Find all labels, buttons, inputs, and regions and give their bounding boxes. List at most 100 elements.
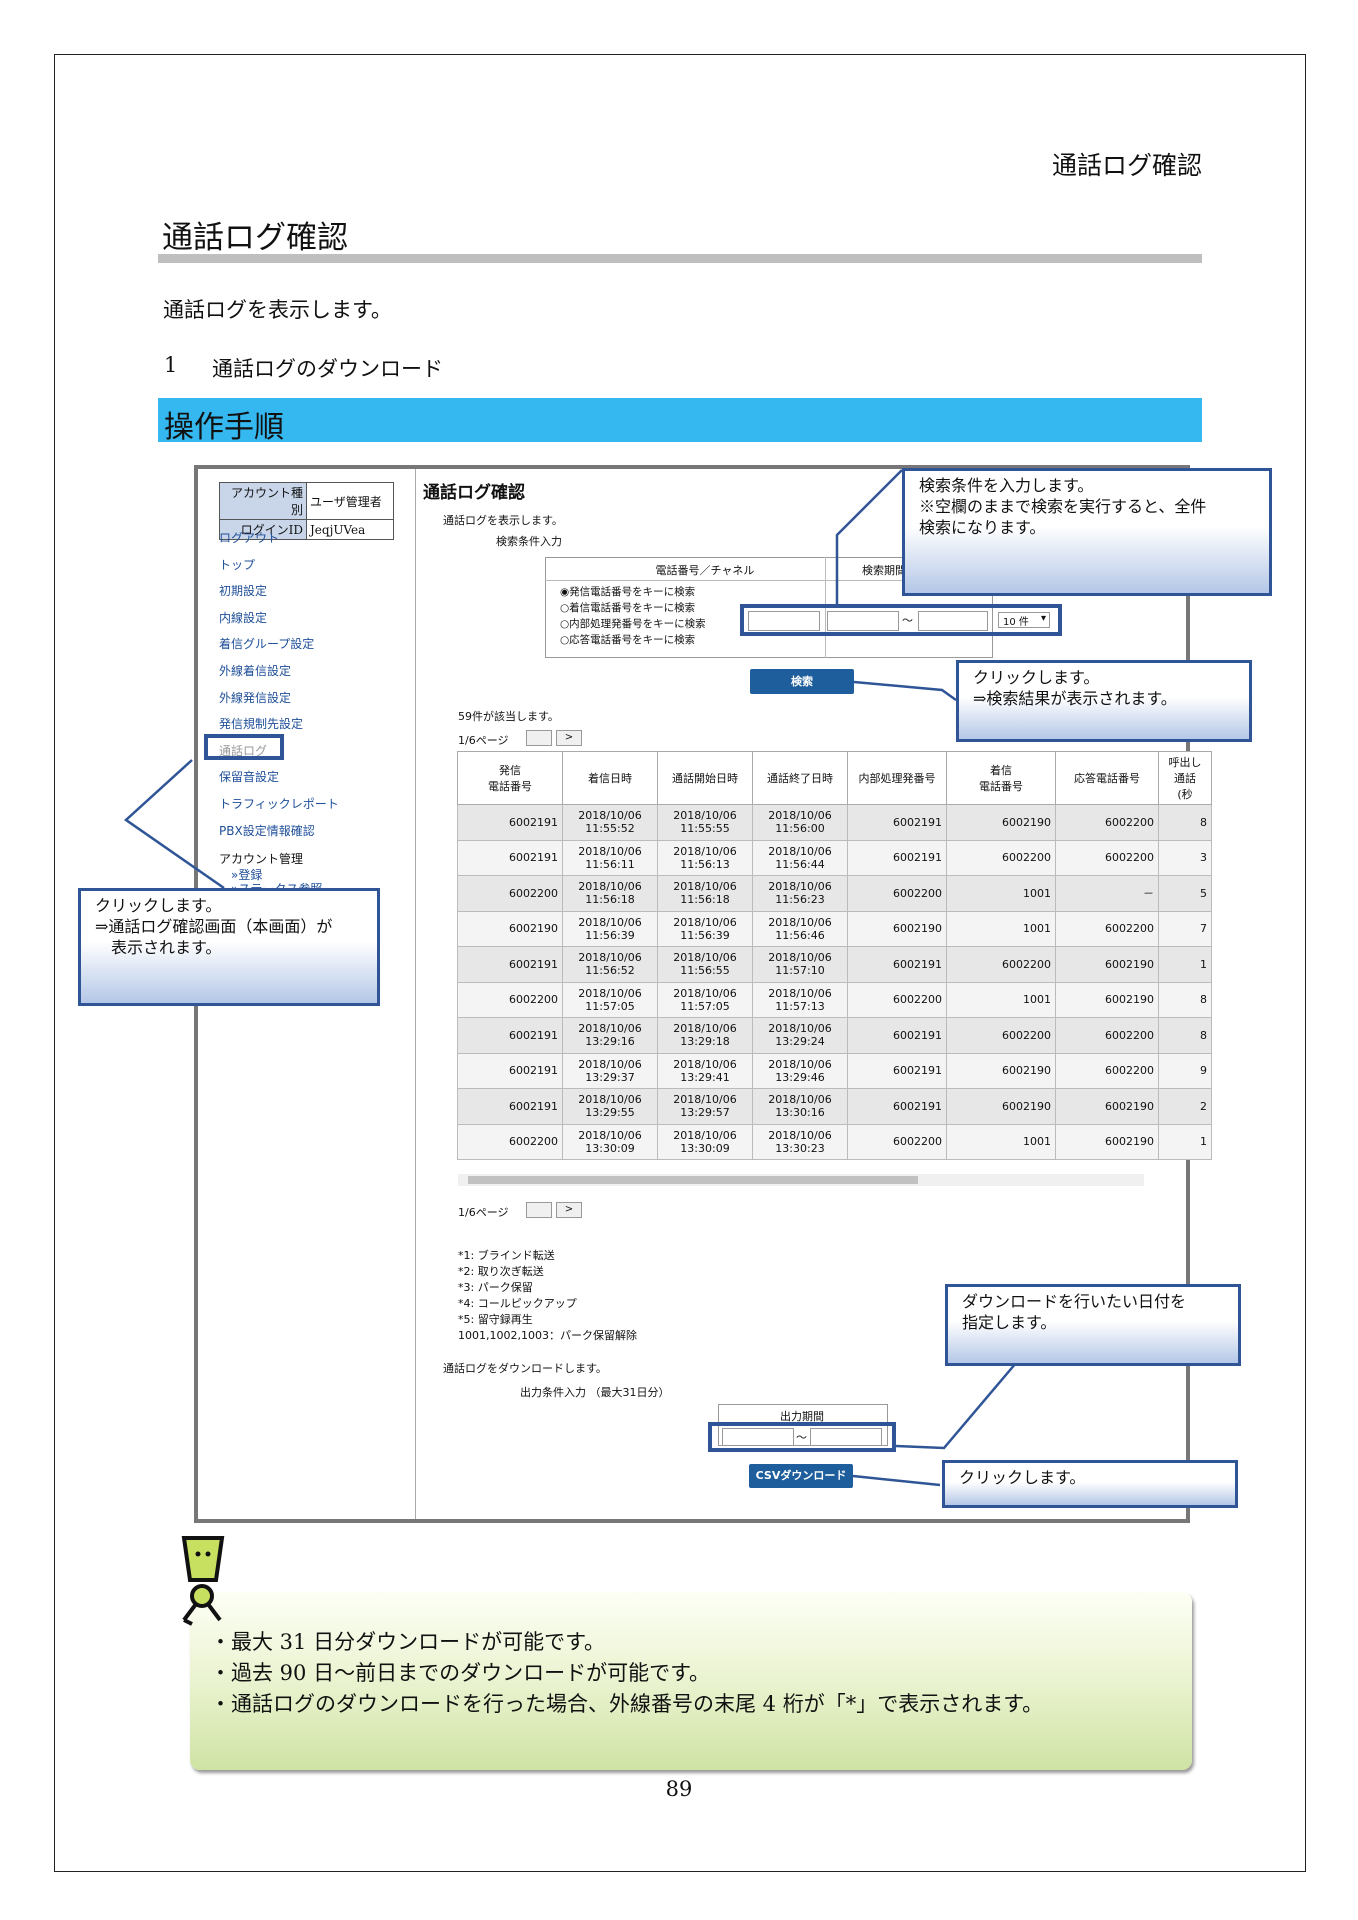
prev-page-button-bottom[interactable] [526,1202,552,1218]
search-panel-divider [545,580,993,581]
date-from-input[interactable] [827,611,899,631]
sidebar-item-9[interactable]: 保留音設定 [219,770,280,785]
table-cell: 2018/10/06 13:30:09 [657,1123,753,1160]
table-cell: 6002191 [847,1052,947,1089]
page-info-bottom: 1/6ページ [458,1206,509,1219]
sidebar-item-11[interactable]: PBX設定情報確認 [219,823,315,838]
page-info-top: 1/6ページ [458,734,509,747]
table-cell: 2018/10/06 11:55:55 [657,804,753,841]
table-cell: 2018/10/06 11:56:39 [562,910,658,947]
search-radio-0[interactable]: ◉発信電話番号をキーに検索 [560,584,695,599]
col-header[interactable]: 着信日時 [562,751,658,805]
callout-click-search-line2: ⇒検索結果が表示されます。 [973,689,1177,708]
table-cell: 2018/10/06 13:30:23 [752,1123,848,1160]
procedure-title: 操作手順 [164,410,284,445]
callout-search-line1: 検索条件を入力します。 [919,476,1094,495]
table-cell: 6002190 [946,804,1056,841]
date-to-input[interactable] [918,611,988,631]
next-page-button[interactable]: > [556,730,582,746]
radio-button-icon: ○ [560,602,570,614]
col-header[interactable]: 発信 電話番号 [457,751,563,805]
table-cell: 6002190 [1055,981,1159,1018]
sidebar-link-register[interactable]: »登録 [231,868,263,882]
table-cell: 2018/10/06 11:56:23 [752,875,848,912]
callout-menu-line2: ⇒通話ログ確認画面（本画面）が [95,917,333,936]
table-cell: 2018/10/06 11:56:46 [752,910,848,947]
output-label: 出力条件入力 （最大31日分） [520,1386,670,1399]
output-period-label: 出力期間 [780,1410,824,1423]
table-cell: 2018/10/06 13:29:57 [657,1088,753,1125]
table-cell: 2018/10/06 11:56:39 [657,910,753,947]
table-cell: 2018/10/06 11:56:52 [562,946,658,983]
search-radio-2[interactable]: ○内部処理発番号をキーに検索 [560,616,706,631]
table-cell: 5 [1158,875,1212,912]
sidebar-link-status[interactable]: »ステータス参照 [231,882,323,889]
callout-click-search-line1: クリックします。 [973,668,1100,687]
table-cell: 2018/10/06 11:57:10 [752,946,848,983]
table-cell: － [1055,875,1159,912]
table-cell: 2018/10/06 13:29:46 [752,1052,848,1089]
search-button[interactable]: 検索 [750,669,854,694]
connector-click-search [853,680,957,702]
sidebar-item-4[interactable]: 着信グループ設定 [219,637,315,652]
item-number: 1 [164,353,178,377]
output-to-input[interactable] [810,1428,882,1446]
table-cell: 6002191 [457,946,563,983]
table-cell: 1 [1158,946,1212,983]
col-header[interactable]: 通話開始日時 [657,751,753,805]
callout-menu-line1: クリックします。 [95,896,222,915]
table-cell: 6002200 [1055,804,1159,841]
output-from-input[interactable] [722,1428,794,1446]
sidebar-item-8[interactable]: 通話ログ [219,743,268,758]
page-number: 89 [665,1777,693,1801]
table-cell: 6002200 [457,1123,563,1160]
sidebar-item-10[interactable]: トラフィックレポート [219,797,339,811]
horizontal-scrollbar[interactable] [458,1174,1144,1186]
col-header[interactable]: 呼出し 通話 (秒 [1158,751,1212,805]
count-select[interactable]: 10 件 ▾ [998,612,1050,628]
next-page-button-bottom[interactable]: > [556,1202,582,1218]
legend-item: 1001,1002,1003：パーク保留解除 [458,1329,637,1342]
col-header[interactable]: 着信 電話番号 [946,751,1056,805]
phone-input[interactable] [748,611,820,631]
prev-page-button[interactable] [526,730,552,746]
running-header: 通話ログ確認 [1051,151,1202,180]
csv-download-button[interactable]: CSVダウンロード [749,1464,853,1488]
search-radio-3[interactable]: ○応答電話番号をキーに検索 [560,632,695,647]
table-cell: 6002191 [847,839,947,876]
tilde: ～ [902,614,913,627]
account-type-value: ユーザ管理者 [306,482,394,520]
table-cell: 2 [1158,1088,1212,1125]
sidebar-item-0[interactable]: ログアウト [219,531,280,545]
col-header[interactable]: 応答電話番号 [1055,751,1159,805]
connector-date [895,1362,1017,1450]
table-cell: 2018/10/06 11:56:18 [562,875,658,912]
search-radio-1[interactable]: ○着信電話番号をキーに検索 [560,600,695,615]
table-cell: 2018/10/06 11:56:13 [657,839,753,876]
table-cell: 6002200 [946,839,1056,876]
callout-click-csv: クリックします。 [942,1460,1238,1508]
sidebar-item-2[interactable]: 初期設定 [219,584,268,599]
col-header[interactable]: 内部処理発番号 [847,751,947,805]
account-type-label: アカウント種別 [219,482,307,520]
callout-search: 検索条件を入力します。 ※空欄のままで検索を実行すると、全件 検索になります。 [902,468,1272,596]
sidebar-item-6[interactable]: 外線発信設定 [219,690,292,705]
scrollbar-thumb[interactable] [468,1176,918,1184]
sidebar-item-3[interactable]: 内線設定 [219,610,268,625]
callout-csv-line1: クリックします。 [959,1468,1086,1487]
download-desc: 通話ログをダウンロードします。 [443,1362,607,1375]
sidebar-item-7[interactable]: 発信規制先設定 [219,717,304,732]
table-cell: 6002200 [946,1017,1056,1054]
table-cell: 2018/10/06 13:29:55 [562,1088,658,1125]
table-cell: 6002191 [457,1017,563,1054]
col-header[interactable]: 通話終了日時 [752,751,848,805]
callout-date: ダウンロードを行いたい日付を 指定します。 [945,1284,1241,1366]
intro-text: 通話ログを表示します。 [163,298,392,322]
call-log-table: 発信 電話番号着信日時通話開始日時通話終了日時内部処理発番号着信 電話番号応答電… [457,751,1212,1160]
sidebar-item-5[interactable]: 外線着信設定 [219,664,292,678]
search-label: 検索条件入力 [496,535,562,548]
sidebar-item-1[interactable]: トップ [219,557,256,572]
